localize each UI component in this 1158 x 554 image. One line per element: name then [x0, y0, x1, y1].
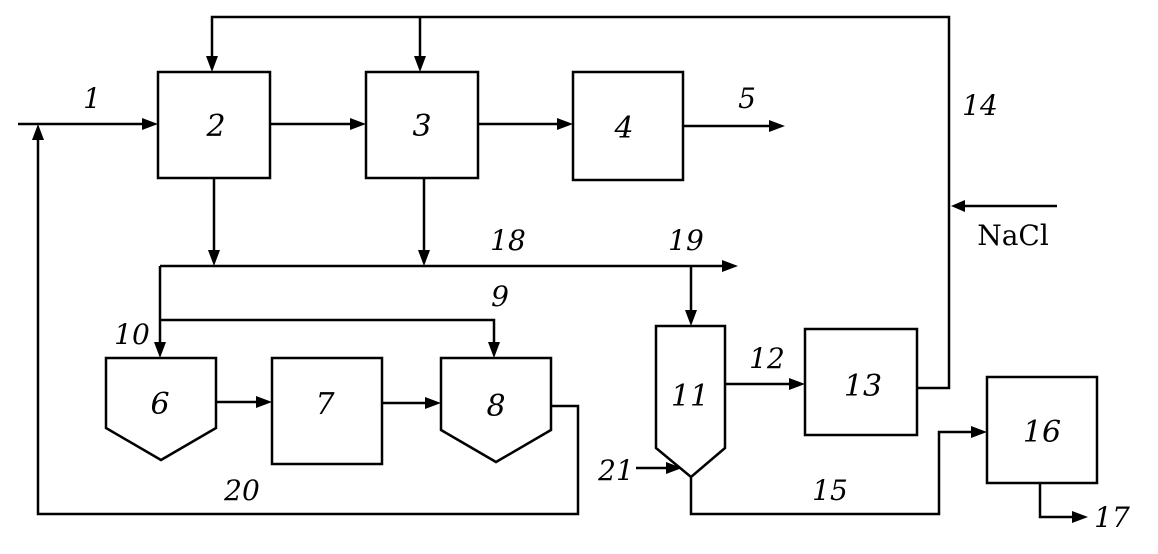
flow-label-5: 5 — [738, 82, 756, 115]
flow-label-20: 20 — [223, 474, 260, 507]
return-line-20 — [36, 140, 580, 516]
flow-label-21: 21 — [597, 454, 634, 487]
flow-label-17: 17 — [1094, 501, 1130, 534]
arrowhead — [951, 200, 965, 212]
arrowhead — [666, 462, 682, 474]
arrowhead — [425, 397, 441, 409]
arrowhead — [142, 118, 158, 130]
flow-label-12: 12 — [749, 342, 785, 375]
block-label-6: 6 — [150, 387, 169, 422]
arrowhead — [722, 260, 738, 272]
arrowhead — [208, 250, 220, 266]
flow-label-9: 9 — [491, 280, 509, 313]
block-16 — [985, 375, 1099, 485]
block-label-8: 8 — [486, 389, 505, 424]
block-8-settler — [439, 356, 553, 464]
arrowhead — [256, 396, 272, 408]
block-6-settler — [104, 356, 218, 462]
block-2 — [156, 70, 272, 180]
block-13 — [803, 327, 919, 437]
arrowhead — [414, 56, 426, 72]
arrowhead — [789, 378, 805, 390]
flow-label-18: 18 — [490, 224, 526, 257]
flow-label-1: 1 — [83, 82, 101, 115]
arrowhead — [418, 250, 430, 266]
block-3 — [364, 70, 480, 180]
block-7 — [270, 356, 384, 466]
block-label-3: 3 — [412, 109, 431, 144]
recycle-line-14 — [210, 15, 951, 390]
arrowhead — [769, 120, 785, 132]
arrowhead — [206, 56, 218, 72]
line-9 — [160, 318, 496, 342]
block-label-16: 16 — [1023, 415, 1061, 450]
reagent-label-nacl: NaCl — [977, 219, 1049, 252]
block-label-7: 7 — [315, 387, 335, 422]
block-label-2: 2 — [205, 109, 225, 144]
arrowhead — [350, 118, 366, 130]
flow-label-15: 15 — [812, 474, 848, 507]
arrowhead — [971, 426, 987, 438]
arrowhead — [1072, 511, 1088, 523]
flow-label-14: 14 — [962, 89, 998, 122]
flow-label-10: 10 — [114, 318, 150, 351]
block-label-13: 13 — [844, 369, 882, 404]
block-label-4: 4 — [613, 111, 633, 146]
block-11-column — [654, 324, 727, 479]
arrowhead — [488, 342, 500, 358]
flow-label-19: 19 — [668, 224, 704, 257]
line-17 — [1038, 483, 1072, 519]
block-4 — [571, 70, 685, 182]
arrowhead — [154, 342, 166, 358]
arrowhead — [557, 118, 573, 130]
block-label-11: 11 — [671, 379, 709, 414]
arrowhead — [685, 310, 697, 326]
line-15 — [689, 430, 971, 516]
arrowhead — [32, 124, 44, 140]
